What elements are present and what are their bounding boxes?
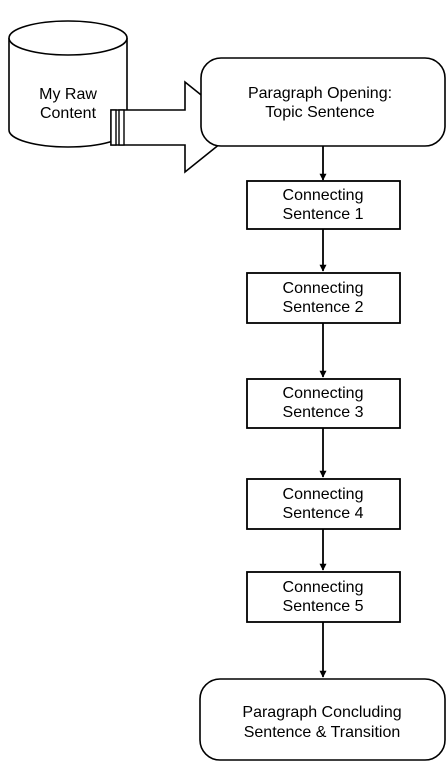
arrow-tail-bar — [110, 109, 117, 146]
connecting-sentence-line2: Sentence 5 — [283, 598, 364, 615]
connecting-sentence-box: Connecting Sentence 3 — [246, 378, 401, 429]
connecting-sentence-box: Connecting Sentence 4 — [246, 478, 401, 530]
connecting-sentence-line2: Sentence 1 — [283, 206, 364, 223]
connecting-sentence-box: Connecting Sentence 2 — [246, 272, 401, 324]
connecting-sentence-line1: Connecting — [283, 579, 364, 596]
paragraph-concluding-line1: Paragraph Concluding — [242, 704, 401, 721]
paragraph-opening-box: Paragraph Opening: Topic Sentence — [200, 57, 446, 147]
connecting-sentence-line1: Connecting — [283, 486, 364, 503]
connecting-sentence-line1: Connecting — [283, 187, 364, 204]
connecting-sentence-line2: Sentence 3 — [283, 404, 364, 421]
raw-content-label-line1: My Raw — [39, 86, 97, 103]
paragraph-opening-line1: Paragraph Opening: — [248, 85, 392, 102]
connecting-sentence-line1: Connecting — [283, 280, 364, 297]
paragraph-opening-line2: Topic Sentence — [265, 104, 375, 121]
arrow-tail-bar — [118, 109, 125, 146]
connecting-sentence-line2: Sentence 2 — [283, 299, 364, 316]
connecting-sentence-box: Connecting Sentence 5 — [246, 571, 401, 623]
raw-content-label-line2: Content — [40, 105, 97, 122]
paragraph-concluding-box: Paragraph Concluding Sentence & Transiti… — [199, 678, 446, 761]
connecting-sentence-line1: Connecting — [283, 385, 364, 402]
connecting-sentence-line2: Sentence 4 — [283, 505, 364, 522]
connecting-sentence-box: Connecting Sentence 1 — [246, 180, 401, 230]
paragraph-concluding-line2: Sentence & Transition — [244, 724, 401, 741]
raw-content-cylinder: My Raw Content — [8, 20, 128, 148]
